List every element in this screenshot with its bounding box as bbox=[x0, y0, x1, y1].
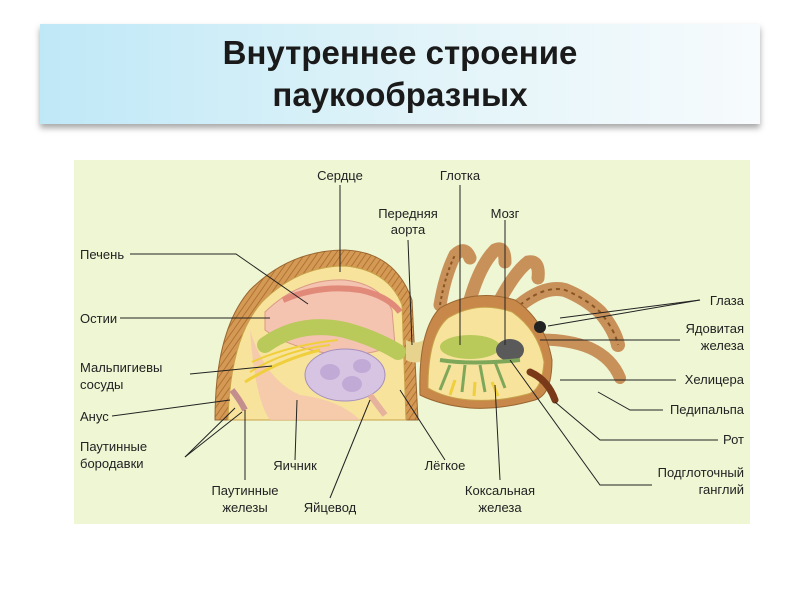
label-oviduct: Яйцевод bbox=[304, 500, 357, 515]
label-chelicera: Хелицера bbox=[685, 372, 745, 387]
label-ovary: Яичник bbox=[273, 458, 317, 473]
label-malpighian-line-1: Мальпигиевы bbox=[80, 360, 162, 375]
label-liver: Печень bbox=[80, 247, 124, 262]
label-pedipalp: Педипальпа bbox=[670, 402, 745, 417]
cephalothorax bbox=[420, 296, 555, 409]
label-spinnerets-line-1: Паутинные bbox=[80, 439, 147, 454]
label-lung: Лёгкое bbox=[425, 458, 466, 473]
label-ganglion-line-2: ганглий bbox=[699, 482, 744, 497]
label-ganglion-line-1: Подглоточный bbox=[658, 465, 744, 480]
label-spinnerets-line-2: бородавки bbox=[80, 456, 144, 471]
label-brain: Мозг bbox=[491, 206, 520, 221]
label-malpighian-line-2: сосуды bbox=[80, 377, 123, 392]
label-anus: Анус bbox=[80, 409, 109, 424]
label-silk-glands-line-1: Паутинные bbox=[211, 483, 278, 498]
label-venom-line-1: Ядовитая bbox=[686, 321, 744, 336]
label-silk-glands-line-2: железы bbox=[222, 500, 267, 515]
label-coxal-line-1: Коксальная bbox=[465, 483, 535, 498]
label-pharynx: Глотка bbox=[440, 168, 481, 183]
label-venom-line-2: железа bbox=[701, 338, 745, 353]
label-aorta-line-2: аорта bbox=[391, 222, 426, 237]
label-coxal-line-2: железа bbox=[478, 500, 522, 515]
label-heart: Сердце bbox=[317, 168, 363, 183]
label-mouth: Рот bbox=[723, 432, 744, 447]
label-aorta-line-1: Передняя bbox=[378, 206, 438, 221]
label-ostia: Остии bbox=[80, 311, 117, 326]
abdomen bbox=[215, 250, 418, 420]
label-eyes: Глаза bbox=[710, 293, 745, 308]
